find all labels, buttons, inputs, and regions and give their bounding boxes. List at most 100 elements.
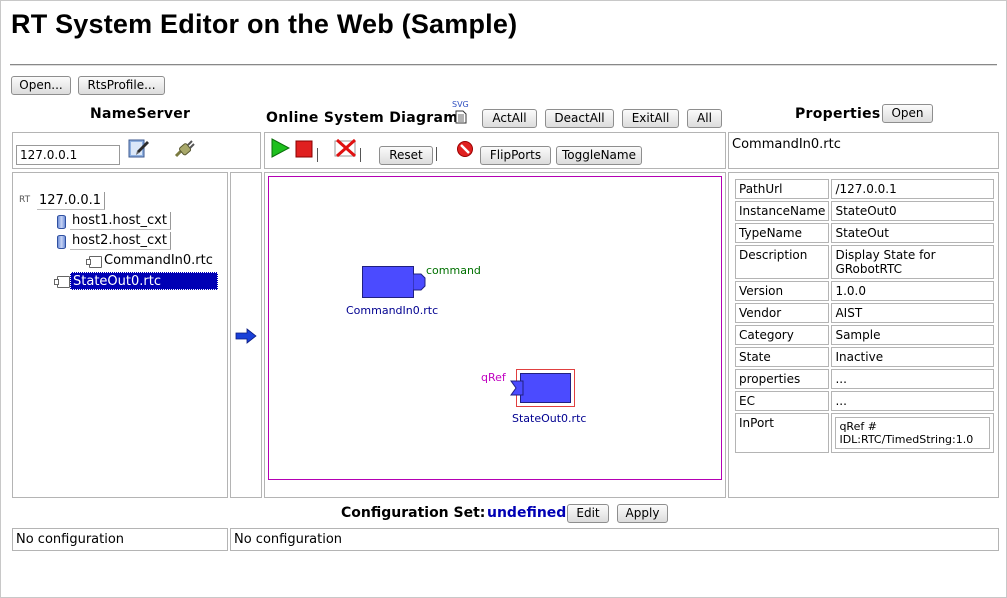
add-to-diagram-arrow-icon[interactable] — [235, 328, 257, 344]
prop-value: Inactive — [831, 347, 994, 367]
right-arrow-icon — [235, 328, 257, 344]
table-row: TypeName StateOut — [735, 223, 994, 243]
table-row: InPort qRef # IDL:RTC/TimedString:1.0 — [735, 413, 994, 453]
config-apply-button[interactable]: Apply — [617, 504, 668, 523]
table-row: Vendor AIST — [735, 303, 994, 323]
exitall-button[interactable]: ExitAll — [622, 109, 679, 128]
prop-value: AIST — [831, 303, 994, 323]
prop-value[interactable]: ... — [831, 391, 994, 411]
rt-root-icon: RT — [19, 195, 31, 205]
prop-key: EC — [735, 391, 830, 411]
flipports-button[interactable]: FlipPorts — [480, 146, 551, 165]
svg-export-icon[interactable]: SVG — [451, 100, 473, 126]
page-title: RT System Editor on the Web (Sample) — [11, 9, 518, 39]
outport-command[interactable] — [413, 273, 426, 291]
prop-value: 1.0.0 — [831, 281, 994, 301]
rtc-component-icon — [54, 276, 70, 288]
title-divider — [10, 64, 997, 66]
config-edit-button[interactable]: Edit — [567, 504, 609, 523]
tree-item-host2[interactable]: host2.host_cxt — [70, 232, 171, 250]
disconnect-plug-icon[interactable] — [174, 140, 196, 160]
prop-value-cell: qRef # IDL:RTC/TimedString:1.0 — [831, 413, 994, 453]
table-row: Category Sample — [735, 325, 994, 345]
tree-item-stateout0-selected[interactable]: StateOut0.rtc — [70, 272, 218, 290]
config-set-label: Configuration Set: — [341, 505, 486, 521]
prop-key: properties — [735, 369, 830, 389]
properties-table: PathUrl /127.0.0.1 InstanceName StateOut… — [733, 177, 996, 455]
prop-key: Version — [735, 281, 830, 301]
togglename-button[interactable]: ToggleName — [556, 146, 642, 165]
config-right-cell: No configuration — [230, 528, 999, 551]
diagram-title: Online System Diagram — [266, 110, 459, 126]
properties-selected-name: CommandIn0.rtc — [728, 132, 999, 169]
port-label-qref: qRef — [481, 371, 506, 384]
connect-nameserver-icon[interactable] — [128, 138, 150, 160]
component-stateout0[interactable] — [520, 373, 571, 403]
exit-delete-icon[interactable] — [334, 138, 358, 158]
port-label-command: command — [426, 264, 481, 277]
diagram-panel — [264, 172, 726, 498]
table-row: PathUrl /127.0.0.1 — [735, 179, 994, 199]
prop-key: TypeName — [735, 223, 830, 243]
component-commandin0[interactable] — [362, 266, 414, 298]
database-icon — [57, 235, 66, 249]
table-row: EC ... — [735, 391, 994, 411]
rtsprofile-button[interactable]: RtsProfile... — [78, 76, 165, 95]
component-label-stateout0: StateOut0.rtc — [512, 412, 587, 425]
stop-icon — [295, 140, 313, 158]
reset-button[interactable]: Reset — [379, 146, 433, 165]
remove-forbidden-icon[interactable] — [456, 140, 474, 158]
plug-icon — [174, 140, 195, 158]
toolbar-separator — [436, 147, 437, 161]
prop-key: InstanceName — [735, 201, 830, 221]
prop-key: State — [735, 347, 830, 367]
prop-value: Sample — [831, 325, 994, 345]
table-row: InstanceName StateOut0 — [735, 201, 994, 221]
table-row: Description Display State for GRobotRTC — [735, 245, 994, 279]
open-button[interactable]: Open... — [11, 76, 71, 95]
forbidden-icon — [457, 141, 473, 157]
properties-open-button[interactable]: Open — [882, 104, 933, 123]
table-row: properties ... — [735, 369, 994, 389]
prop-value: Display State for GRobotRTC — [831, 245, 994, 279]
properties-title: Properties — [795, 106, 881, 122]
nameserver-tree-panel — [12, 172, 228, 498]
deactivate-stop-icon[interactable] — [295, 140, 313, 158]
nameserver-title: NameServer — [90, 106, 191, 122]
document-icon — [455, 110, 467, 124]
properties-panel — [728, 172, 999, 498]
delete-x-icon — [334, 138, 356, 158]
inport-qref[interactable] — [510, 380, 524, 396]
prop-value: StateOut0 — [831, 201, 994, 221]
system-diagram-canvas[interactable]: command CommandIn0.rtc qRef StateOut0.rt… — [268, 176, 722, 480]
edit-connect-icon — [128, 139, 149, 158]
toolbar-separator — [360, 148, 361, 162]
prop-key: Description — [735, 245, 830, 279]
deactall-button[interactable]: DeactAll — [545, 109, 614, 128]
rtc-component-icon — [86, 256, 102, 268]
svg-label: SVG — [452, 100, 469, 109]
play-icon — [271, 138, 291, 158]
tree-item-host1[interactable]: host1.host_cxt — [70, 212, 171, 230]
inport-detail: qRef # IDL:RTC/TimedString:1.0 — [835, 417, 990, 449]
prop-key: Category — [735, 325, 830, 345]
table-row: Version 1.0.0 — [735, 281, 994, 301]
prop-key: PathUrl — [735, 179, 830, 199]
config-left-cell: No configuration — [12, 528, 228, 551]
prop-value[interactable]: ... — [831, 369, 994, 389]
table-row: State Inactive — [735, 347, 994, 367]
activate-play-icon[interactable] — [270, 138, 291, 158]
prop-key: InPort — [735, 413, 830, 453]
actall-button[interactable]: ActAll — [482, 109, 537, 128]
database-icon — [57, 215, 66, 229]
prop-key: Vendor — [735, 303, 830, 323]
tree-root-127.0.0.1[interactable]: 127.0.0.1 — [37, 192, 106, 210]
toolbar-separator — [317, 148, 318, 162]
all-button[interactable]: All — [687, 109, 722, 128]
component-label-commandin0: CommandIn0.rtc — [346, 304, 439, 317]
prop-value: StateOut — [831, 223, 994, 243]
tree-item-commandin0[interactable]: CommandIn0.rtc — [104, 253, 213, 268]
nameserver-address-input[interactable] — [16, 145, 120, 165]
prop-value: /127.0.0.1 — [831, 179, 994, 199]
config-set-value: undefined — [487, 505, 567, 521]
